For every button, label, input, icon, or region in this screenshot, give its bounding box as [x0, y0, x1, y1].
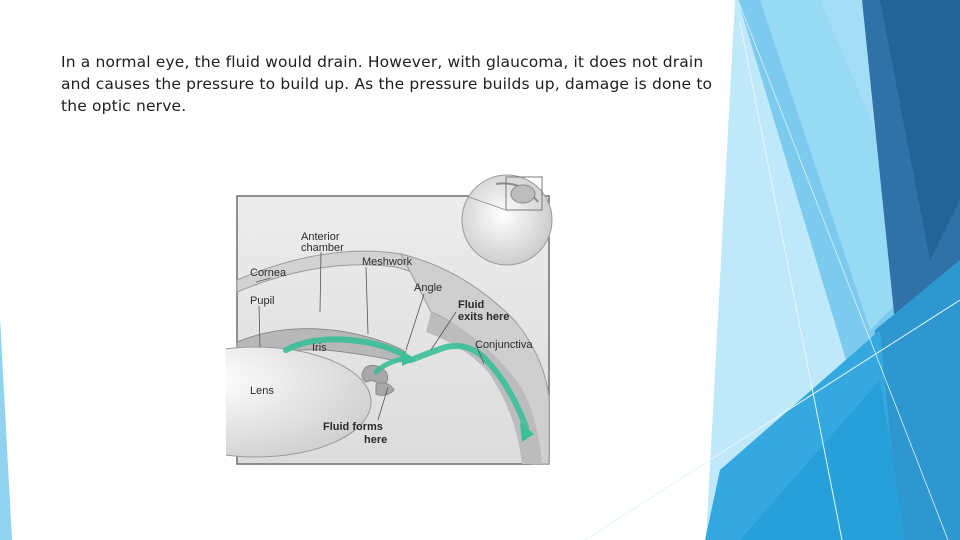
- eye-inset: [461, 174, 553, 266]
- facet-line-1: [739, 21, 843, 540]
- label-fluid-exits-2: exits here: [458, 311, 509, 323]
- fluid-flow-path: [283, 336, 529, 430]
- ciliary-body-2: [375, 382, 395, 396]
- label-lens: Lens: [250, 385, 274, 397]
- conjunctiva-band: [426, 312, 542, 464]
- fluid-arrow-head: [520, 422, 534, 442]
- leader-lines: [255, 251, 485, 421]
- label-anterior-chamber-2: chamber: [301, 242, 344, 254]
- label-cornea: Cornea: [250, 267, 287, 279]
- label-fluid-forms-2: here: [364, 434, 387, 446]
- facet-lower-bright: [740, 380, 905, 540]
- label-pupil: Pupil: [250, 295, 274, 307]
- label-meshwork: Meshwork: [362, 256, 413, 268]
- eye-cross-section-illustration: Anterior chamber Meshwork Cornea Angle P…: [226, 174, 553, 465]
- label-fluid-forms-1: Fluid forms: [323, 421, 383, 433]
- facet-line-2: [584, 299, 960, 540]
- facet-thin-left: [0, 318, 12, 540]
- facet-dark-inner: [880, 0, 960, 260]
- lens-shape: [226, 346, 372, 458]
- label-anterior-chamber-1: Anterior: [301, 231, 340, 243]
- label-conjunctiva: Conjunctiva: [475, 339, 533, 351]
- label-iris: Iris: [312, 342, 327, 354]
- facet-line-3: [737, 0, 949, 540]
- fluid-arrow-head-2: [402, 352, 416, 366]
- label-angle: Angle: [414, 282, 442, 294]
- label-fluid-exits-1: Fluid: [458, 299, 484, 311]
- body-text: In a normal eye, the fluid would drain. …: [61, 53, 713, 115]
